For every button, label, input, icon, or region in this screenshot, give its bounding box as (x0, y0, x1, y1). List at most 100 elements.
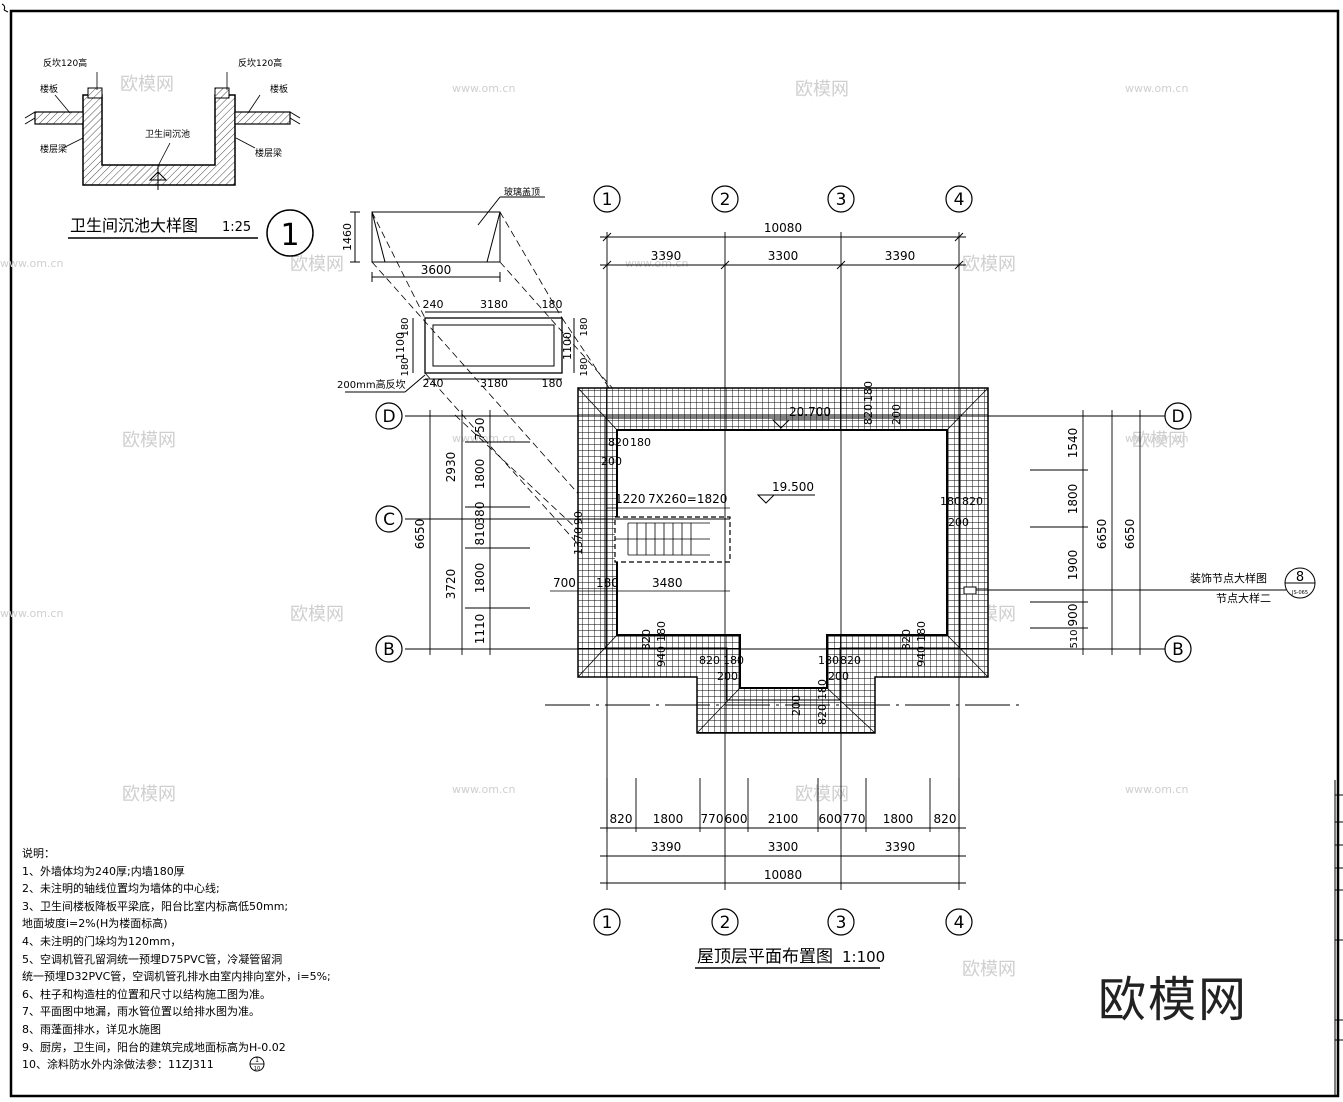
callout-text-1: 装饰节点大样图 (1190, 571, 1267, 585)
svg-text:180: 180 (818, 654, 839, 667)
svg-text:180: 180 (400, 317, 411, 336)
sheet-border (9, 9, 1340, 1098)
plan-title: 屋顶层平面布置图 (697, 947, 833, 967)
svg-text:3390: 3390 (885, 249, 916, 263)
svg-text:200: 200 (790, 695, 803, 716)
svg-text:欧模网: 欧模网 (962, 254, 1016, 275)
svg-text:反坎120高: 反坎120高 (43, 57, 87, 69)
svg-text:www.om.cn: www.om.cn (452, 783, 515, 796)
right-dimension-text: 1540 1800 1900 900 510 6650 6650 (1066, 428, 1137, 649)
note-item: 7、平面图中地漏，雨水管位置以给排水图为准。 (22, 1005, 260, 1019)
svg-text:10080: 10080 (764, 868, 802, 882)
svg-text:1800: 1800 (473, 459, 487, 490)
svg-text:D: D (1171, 407, 1184, 427)
detail-scale: 1:25 (222, 220, 251, 235)
svg-text:750: 750 (473, 418, 487, 441)
svg-text:欧模网: 欧模网 (122, 430, 176, 451)
svg-text:www.om.cn: www.om.cn (1125, 783, 1188, 796)
svg-text:3180: 3180 (480, 298, 508, 311)
svg-text:510: 510 (1069, 629, 1080, 648)
stair-dim-lines (550, 507, 730, 592)
bottom-dimensions (600, 778, 966, 884)
svg-text:820: 820 (816, 704, 829, 725)
svg-text:B: B (383, 640, 395, 660)
elevation-top: 20.700 (789, 405, 831, 419)
plan-scale: 1:100 (842, 948, 885, 966)
svg-text:B: B (1172, 640, 1184, 660)
svg-text:940: 940 (655, 646, 668, 667)
curb-right (214, 87, 230, 99)
bottom-dimension-text: 820 1800 770 600 2100 600 770 1800 820 3… (610, 812, 957, 882)
svg-text:3720: 3720 (444, 569, 458, 600)
svg-text:2: 2 (720, 913, 731, 933)
svg-text:3390: 3390 (651, 840, 682, 854)
svg-text:卫生间沉池: 卫生间沉池 (145, 128, 190, 140)
svg-text:180: 180 (579, 357, 590, 376)
left-dimension-text: 6650 2930 3720 750 1800 380 810 1800 111… (413, 418, 487, 645)
note-heading: 说明： (22, 847, 55, 860)
svg-text:6650: 6650 (1095, 519, 1109, 550)
svg-text:3: 3 (836, 190, 847, 210)
svg-text:C: C (383, 510, 395, 530)
svg-text:820: 820 (699, 654, 720, 667)
svg-text:www.om.cn: www.om.cn (0, 607, 63, 620)
top-dimensions (600, 232, 966, 270)
svg-text:1: 1 (602, 913, 613, 933)
elevation-marks (756, 419, 830, 504)
svg-text:320: 320 (640, 629, 653, 650)
note-item: 4、未注明的门垛均为120mm， (22, 934, 182, 948)
svg-text:1800: 1800 (653, 812, 684, 826)
svg-text:2930: 2930 (444, 452, 458, 483)
svg-text:200: 200 (828, 670, 849, 683)
svg-text:180: 180 (816, 679, 829, 700)
svg-text:820: 820 (608, 436, 629, 449)
svg-text:欧模网: 欧模网 (290, 254, 344, 275)
skylight-height: 1460 (341, 223, 354, 251)
detail-title: 卫生间沉池大样图 (70, 216, 198, 235)
sunken-pit-detail (24, 72, 301, 190)
svg-text:反坎120高: 反坎120高 (238, 57, 282, 69)
svg-text:240: 240 (423, 298, 444, 311)
svg-text:欧模网: 欧模网 (1132, 430, 1186, 451)
svg-text:180: 180 (630, 436, 651, 449)
stair (614, 516, 731, 563)
svg-text:770: 770 (843, 812, 866, 826)
svg-text:700: 700 (553, 576, 576, 590)
svg-text:3390: 3390 (651, 249, 682, 263)
svg-text:楼层梁: 楼层梁 (40, 143, 67, 155)
right-dimensions (1030, 410, 1141, 655)
note-item: 统一预埋D32PVC管，空调机管孔排水由室内排向室外，i=5%; (22, 970, 331, 984)
left-dimensions (429, 410, 530, 655)
svg-text:2: 2 (720, 190, 731, 210)
svg-text:200: 200 (948, 516, 969, 529)
watermark-group: 欧模网 欧模网 欧模网 欧模网 欧模网 欧模网 欧模网 欧模网 欧模网 欧模网 … (120, 74, 1186, 980)
note-item: 9、厨房，卫生间，阳台的建筑完成地面标高为H-0.02 (22, 1040, 286, 1054)
svg-text:600: 600 (725, 812, 748, 826)
svg-text:200: 200 (717, 670, 738, 683)
note-item: 8、雨蓬面排水，详见水施图 (22, 1022, 161, 1036)
svg-text:1: 1 (255, 1057, 259, 1064)
svg-text:180: 180 (940, 495, 961, 508)
svg-text:D: D (382, 407, 395, 427)
svg-text:www.om.cn: www.om.cn (452, 82, 515, 95)
svg-text:1800: 1800 (473, 563, 487, 594)
title-block-ticks (1335, 794, 1343, 1041)
notes-block: 说明： 1、外墙体均为240厚;内墙180厚 2、未注明的轴线位置均为墙体的中心… (22, 845, 331, 1074)
svg-text:180: 180 (542, 298, 563, 311)
skylight-width: 3600 (421, 263, 452, 277)
svg-text:6650: 6650 (1123, 519, 1137, 550)
svg-text:3180: 3180 (480, 377, 508, 390)
svg-text:1: 1 (602, 190, 613, 210)
svg-text:2100: 2100 (768, 812, 799, 826)
svg-text:6650: 6650 (413, 519, 427, 550)
corner-mark-icon (1, 3, 9, 13)
svg-text:180: 180 (862, 381, 875, 402)
note-item: 2、未注明的轴线位置均为墙体的中心线; (22, 882, 220, 896)
svg-text:4: 4 (954, 190, 965, 210)
svg-text:楼板: 楼板 (270, 83, 288, 95)
svg-text:180: 180 (579, 317, 590, 336)
svg-text:3: 3 (836, 913, 847, 933)
svg-text:380: 380 (473, 502, 487, 525)
svg-text:180: 180 (723, 654, 744, 667)
